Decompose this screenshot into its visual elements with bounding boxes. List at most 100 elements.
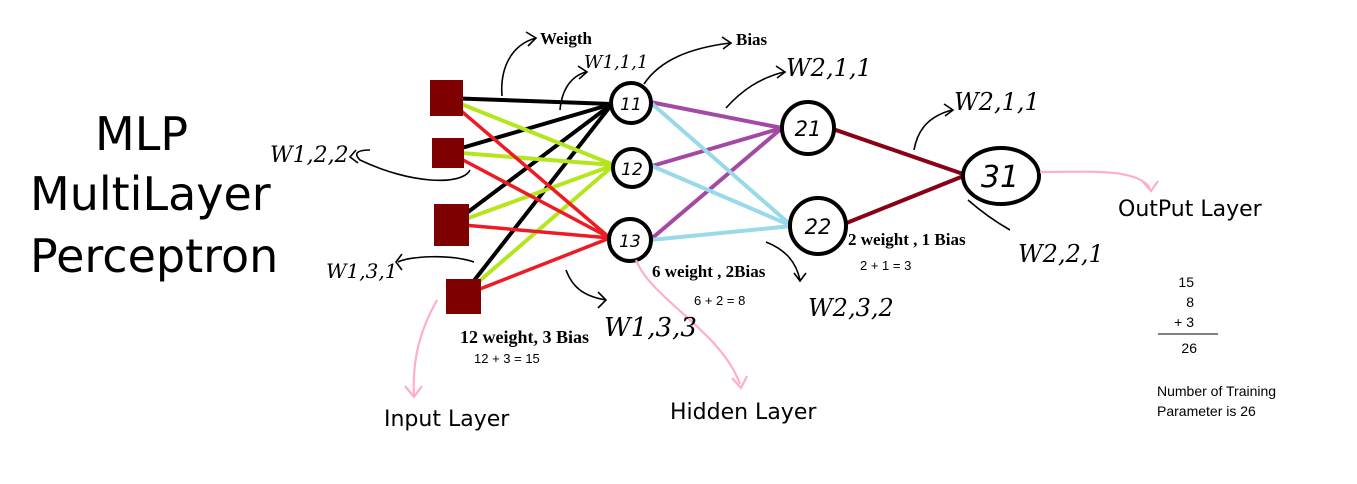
total-line-3: + 3 bbox=[1174, 314, 1194, 330]
layer2-count-sum: 6 + 2 = 8 bbox=[694, 293, 745, 308]
w133-pointer bbox=[565, 269, 607, 301]
edge-h12-h22 bbox=[651, 164, 793, 228]
node-21 bbox=[780, 100, 836, 156]
w221-pointer bbox=[967, 199, 1011, 231]
w133-arrowhead bbox=[597, 291, 608, 309]
w211-right-pointer bbox=[913, 109, 953, 151]
hidden-layer-1-nodes: 11 12 13 bbox=[607, 81, 653, 263]
node-31-label: 31 bbox=[981, 160, 1019, 195]
edge-i3-h11 bbox=[450, 102, 614, 226]
title-line-1: MLP bbox=[95, 107, 188, 161]
output-layer-node: 31 bbox=[961, 146, 1041, 206]
layer-pointers bbox=[404, 170, 1159, 399]
w211-top-label: W2,1,1 bbox=[786, 54, 872, 82]
layer3-count-heading: 2 weight , 1 Bias bbox=[848, 230, 966, 249]
annotation-pointers bbox=[348, 31, 1011, 309]
node-12-label: 12 bbox=[621, 160, 643, 180]
title-line-2: MultiLayer bbox=[30, 167, 271, 221]
w211-right-label: W2,1,1 bbox=[954, 88, 1040, 116]
edge-h21-o31 bbox=[829, 126, 967, 177]
input-node-3 bbox=[434, 204, 469, 246]
edge-i1-h11 bbox=[445, 96, 613, 106]
total-caption-1: Number of Training bbox=[1157, 383, 1276, 399]
input-layer-pointer bbox=[412, 299, 438, 397]
edge-i4-h13 bbox=[461, 236, 611, 298]
w131-label: W1,3,1 bbox=[326, 259, 397, 283]
edge-h11-h21 bbox=[649, 100, 783, 130]
total-result: 26 bbox=[1181, 340, 1197, 356]
edge-h13-h21 bbox=[648, 126, 784, 242]
hidden-layer-arrowhead bbox=[731, 375, 748, 390]
node-22-label: 22 bbox=[805, 215, 832, 239]
w111-label: W1,1,1 bbox=[584, 52, 648, 73]
input-layer-arrowhead bbox=[404, 385, 423, 399]
layer3-count-sum: 2 + 1 = 3 bbox=[860, 258, 911, 273]
w211-top-pointer bbox=[725, 71, 785, 109]
output-layer-arrowhead bbox=[1142, 180, 1159, 193]
output-layer-label: OutPut Layer bbox=[1118, 197, 1263, 222]
input-layer-label: Input Layer bbox=[384, 407, 510, 432]
total-line-1: 15 bbox=[1178, 274, 1194, 290]
w131-arrowhead bbox=[395, 253, 403, 271]
edge-i1-h13 bbox=[444, 96, 612, 240]
edge-i2-h12 bbox=[447, 150, 615, 167]
edge-h11-h22 bbox=[648, 100, 794, 228]
w232-label: W2,3,2 bbox=[808, 294, 894, 322]
node-13-label: 13 bbox=[619, 232, 641, 252]
edge-i3-h12 bbox=[451, 163, 615, 226]
edges-hidden1-to-h22 bbox=[648, 100, 794, 242]
edge-i1-h12 bbox=[445, 96, 615, 167]
layer1-count-heading: 12 weight, 3 Bias bbox=[460, 327, 589, 347]
weight-pointer bbox=[500, 37, 537, 97]
w133-label: W1,3,3 bbox=[604, 313, 697, 343]
edge-i2-h11 bbox=[447, 102, 613, 154]
input-layer-nodes bbox=[430, 80, 481, 314]
total-sum: 15 8 + 3 26 Number of Training Parameter… bbox=[1157, 274, 1276, 419]
edge-h22-o31 bbox=[843, 173, 967, 226]
layer1-count-sum: 12 + 3 = 15 bbox=[474, 351, 540, 366]
node-11-label: 11 bbox=[620, 95, 642, 115]
node-12 bbox=[611, 147, 653, 189]
w111-pointer bbox=[559, 71, 587, 111]
w232-arrowhead bbox=[793, 272, 807, 283]
w221-label: W2,2,1 bbox=[1018, 240, 1104, 268]
w111-arrowhead bbox=[577, 65, 589, 80]
title-line-3: Perceptron bbox=[30, 229, 278, 283]
edges-hidden2-to-output bbox=[829, 126, 967, 226]
edges-input-to-h13 bbox=[444, 96, 612, 298]
total-line-2: 8 bbox=[1186, 294, 1194, 310]
bias-arrowhead bbox=[721, 36, 733, 50]
hidden-layer-pointer bbox=[634, 259, 742, 385]
edges-hidden1-to-h21 bbox=[648, 100, 784, 242]
w122-label: W1,2,2 bbox=[270, 143, 349, 168]
w122-arrowhead bbox=[348, 149, 359, 164]
edge-i2-h13 bbox=[447, 150, 611, 240]
node-22 bbox=[788, 196, 848, 256]
total-caption-2: Parameter is 26 bbox=[1157, 403, 1256, 419]
node-21-label: 21 bbox=[795, 117, 822, 141]
bias-label: Bias bbox=[736, 30, 768, 49]
w211-top-arrowhead bbox=[775, 65, 787, 79]
node-13 bbox=[607, 217, 653, 263]
weight-label: Weigth bbox=[540, 29, 592, 48]
input-node-4 bbox=[446, 279, 481, 314]
edge-h12-h21 bbox=[651, 126, 783, 168]
edge-h13-h22 bbox=[649, 224, 793, 242]
input-node-2 bbox=[432, 138, 464, 168]
node-31 bbox=[961, 146, 1041, 206]
weight-arrowhead bbox=[525, 31, 538, 47]
hidden-layer-2-nodes: 21 22 bbox=[780, 100, 848, 256]
edge-i3-h13 bbox=[451, 222, 611, 240]
hidden-layer-label: Hidden Layer bbox=[670, 400, 817, 425]
output-layer-pointer bbox=[1039, 170, 1151, 189]
edges-input-to-h12 bbox=[445, 96, 616, 298]
bias-pointer bbox=[643, 42, 731, 85]
w131-pointer bbox=[397, 255, 475, 263]
layer2-count-heading: 6 weight , 2Bias bbox=[652, 262, 766, 281]
node-11 bbox=[609, 81, 653, 125]
input-node-1 bbox=[430, 80, 463, 116]
w211-right-arrowhead bbox=[943, 103, 955, 117]
w122-pointer bbox=[355, 149, 471, 182]
w232-pointer bbox=[765, 241, 801, 281]
